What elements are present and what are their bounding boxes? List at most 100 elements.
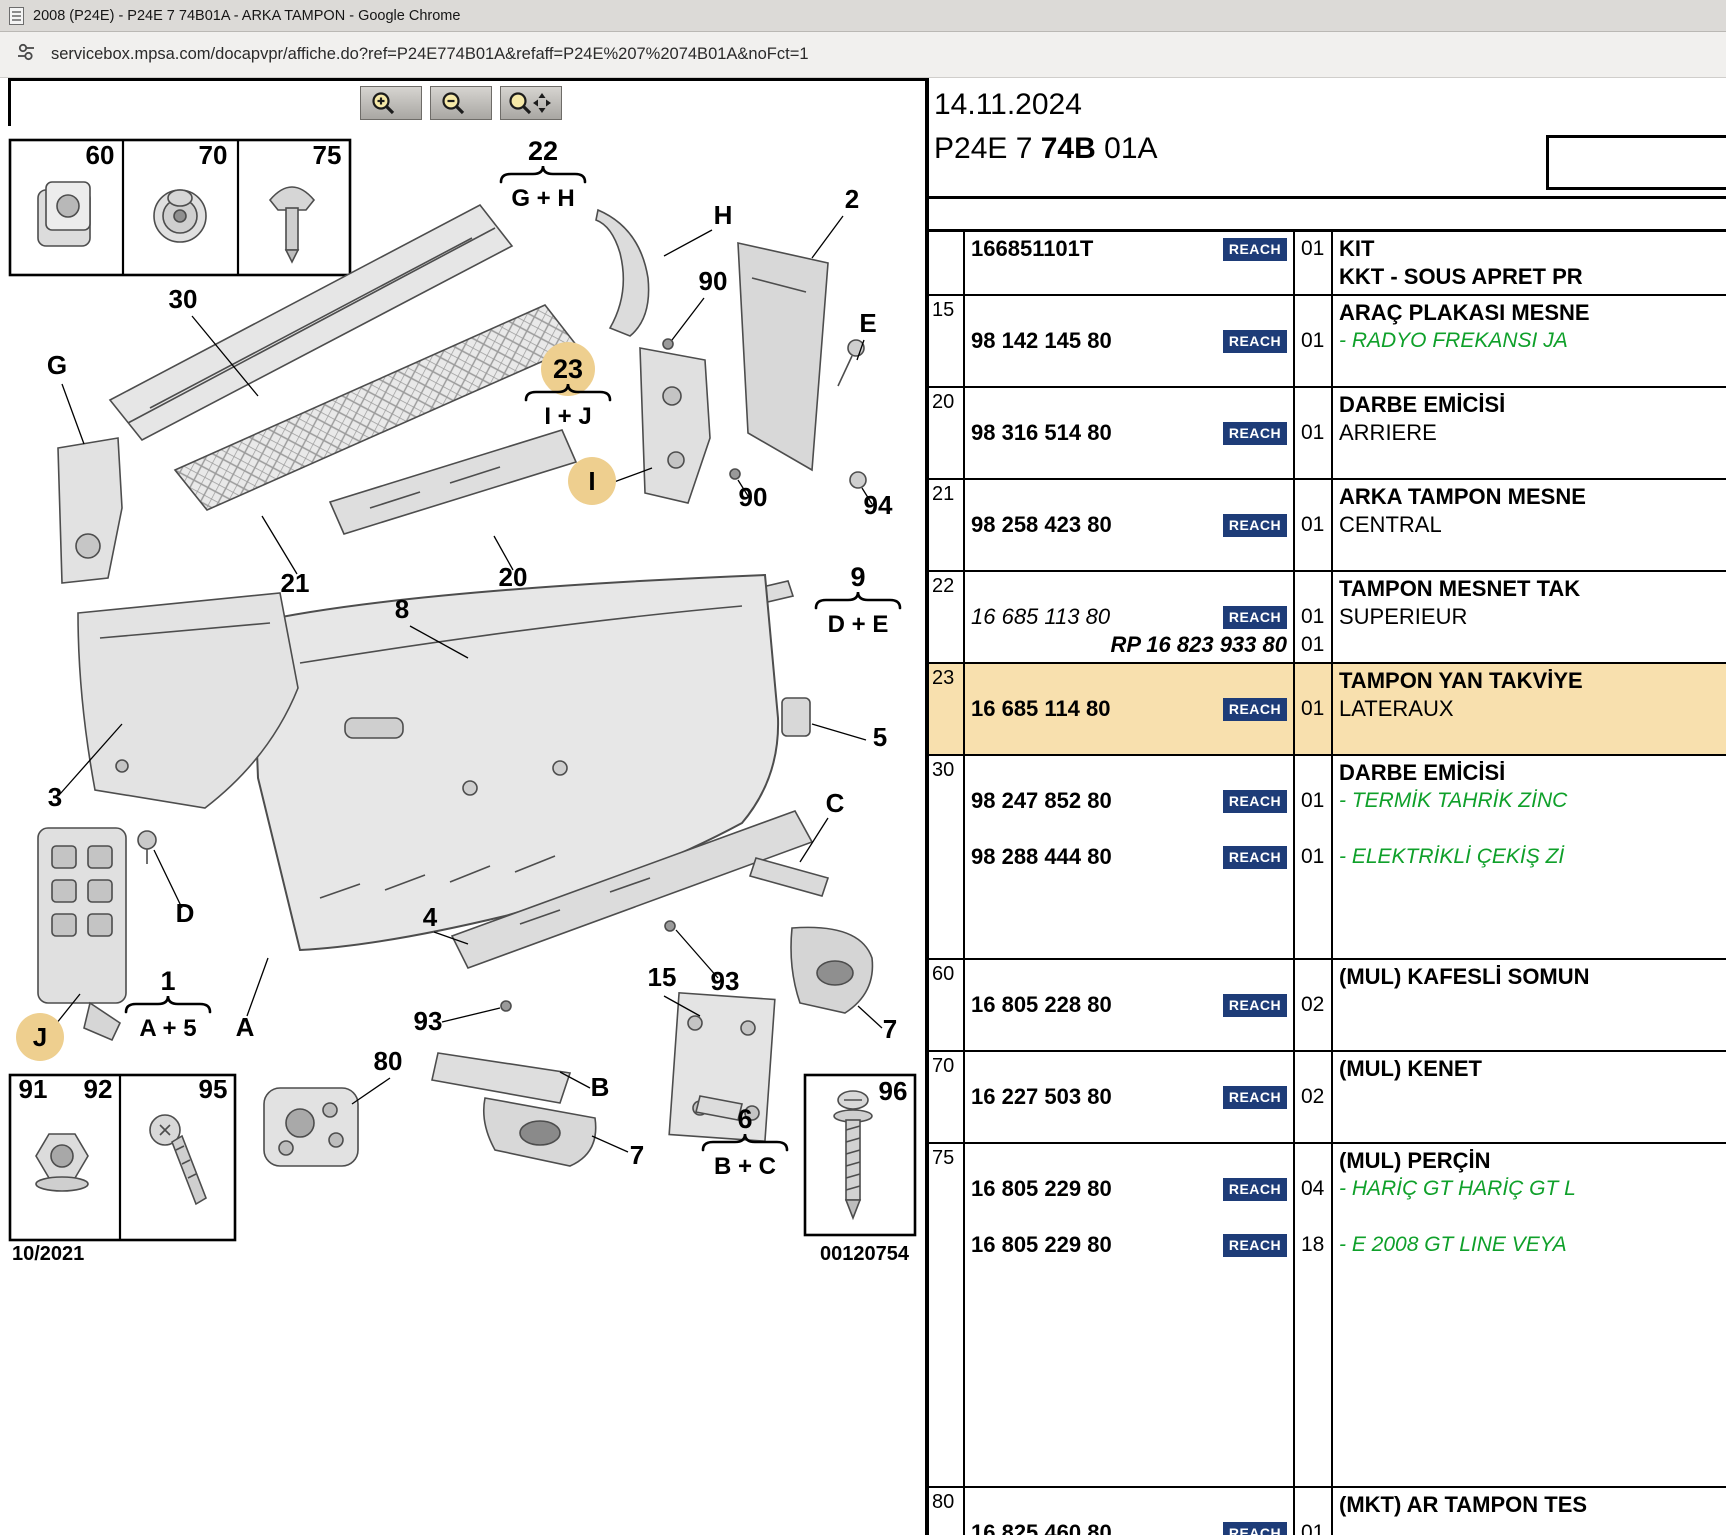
diagram-callout[interactable]: 7	[883, 1014, 897, 1044]
diagram-callout[interactable]: J	[33, 1022, 47, 1052]
diagram-callout[interactable]: 70	[199, 140, 228, 170]
part-number[interactable]: 16 227 503 80	[971, 1084, 1112, 1109]
callout-brace	[701, 1133, 789, 1152]
part-number[interactable]: 16 805 229 80	[971, 1176, 1112, 1201]
zoom-pan-button[interactable]	[500, 86, 562, 120]
diagram-callout[interactable]: 15	[648, 962, 677, 992]
diagram-callout[interactable]: 95	[199, 1074, 228, 1104]
part-number[interactable]: 16 805 228 80	[971, 992, 1112, 1017]
part-number-cell: 16 685 114 80 REACH	[965, 664, 1295, 754]
diagram-callout[interactable]: 93	[711, 966, 740, 996]
quantity-cell: 01	[1295, 480, 1333, 570]
diagram-callout[interactable]: 22	[528, 136, 558, 166]
diagram-callout[interactable]: 91	[19, 1074, 48, 1104]
reach-badge[interactable]: REACH	[1223, 1521, 1287, 1535]
diagram-callout[interactable]: D	[176, 898, 195, 928]
diagram-callout[interactable]: 4	[423, 902, 438, 932]
quantity-cell: 01	[1295, 388, 1333, 478]
diagram-callout[interactable]: 9	[850, 562, 865, 592]
reach-badge[interactable]: REACH	[1223, 697, 1287, 721]
part-number[interactable]: RP 16 823 933 80	[1110, 632, 1287, 657]
header-frame-box	[1546, 135, 1726, 190]
part-number[interactable]: 16 805 229 80	[971, 1232, 1112, 1257]
part-description: ARRIERE	[1339, 420, 1437, 445]
diagram-callout[interactable]: 3	[48, 782, 62, 812]
url-bar[interactable]: servicebox.mpsa.com/docapvpr/affiche.do?…	[0, 32, 1726, 78]
diagram-callout[interactable]: 6	[737, 1104, 752, 1134]
part-number[interactable]: 98 258 423 80	[971, 512, 1112, 537]
reach-badge[interactable]: REACH	[1223, 1177, 1287, 1201]
diagram-callout[interactable]: 93	[414, 1006, 443, 1036]
part-number[interactable]: 16 825 460 80	[971, 1520, 1112, 1535]
callout-highlight	[541, 342, 595, 396]
diagram-callout[interactable]: G	[47, 350, 67, 380]
diagram-callout[interactable]: 90	[739, 482, 768, 512]
diagram-callout[interactable]: E	[859, 308, 876, 338]
diagram-callout[interactable]: 7	[630, 1140, 644, 1170]
diagram-callout[interactable]: 94	[864, 490, 893, 520]
document-icon	[9, 6, 24, 25]
diagram-callout-group[interactable]: I + J	[544, 403, 591, 430]
diagram-callout-group[interactable]: A + 5	[139, 1015, 196, 1042]
diagram-callout-group[interactable]: D + E	[828, 611, 889, 638]
part-number[interactable]: 16 685 114 80	[971, 696, 1111, 721]
diagram-callout[interactable]: 90	[699, 266, 728, 296]
diagram-callout[interactable]: 8	[395, 594, 409, 624]
reach-badge[interactable]: REACH	[1223, 993, 1287, 1017]
diagram-callout[interactable]: 2	[845, 184, 859, 214]
diagram-callout[interactable]: 5	[873, 722, 887, 752]
part-number[interactable]: 98 316 514 80	[971, 420, 1112, 445]
reach-badge[interactable]: REACH	[1223, 789, 1287, 813]
diagram-callout[interactable]: 80	[374, 1046, 403, 1076]
diagram-callout-group[interactable]: G + H	[511, 185, 574, 212]
diagram-callout[interactable]: 92	[84, 1074, 113, 1104]
part-number[interactable]: 166851101T	[971, 236, 1094, 261]
url-text[interactable]: servicebox.mpsa.com/docapvpr/affiche.do?…	[51, 45, 809, 63]
reach-badge[interactable]: REACH	[1223, 421, 1287, 445]
frame-top-line	[8, 78, 925, 81]
diagram-callout[interactable]: A	[236, 1012, 255, 1042]
reach-badge[interactable]: REACH	[1223, 845, 1287, 869]
diagram-callout[interactable]: H	[714, 200, 733, 230]
diagram-callout[interactable]: 21	[281, 568, 310, 598]
zoom-out-button[interactable]	[430, 86, 492, 120]
diagram-callout[interactable]: 23	[553, 354, 583, 384]
part-number[interactable]: 16 685 113 80	[971, 604, 1111, 629]
reach-badge[interactable]: REACH	[1223, 605, 1287, 629]
diagram-callout[interactable]: 20	[499, 562, 528, 592]
part-number[interactable]: 98 288 444 80	[971, 844, 1112, 869]
part-number[interactable]: 98 142 145 80	[971, 328, 1112, 353]
diagram-callout[interactable]: B	[591, 1072, 610, 1102]
diagram-callout[interactable]: I	[588, 466, 595, 496]
reach-badge[interactable]: REACH	[1223, 237, 1287, 261]
diagram-callout[interactable]: 60	[86, 140, 115, 170]
site-settings-icon[interactable]	[15, 41, 37, 68]
diagram-callout[interactable]: 75	[313, 140, 342, 170]
reach-badge[interactable]: REACH	[1223, 1233, 1287, 1257]
diagram-callout[interactable]: 30	[169, 284, 198, 314]
reference-suffix: 01A	[1095, 132, 1158, 165]
reach-badge[interactable]: REACH	[1223, 329, 1287, 353]
part-number[interactable]: 98 247 852 80	[971, 788, 1112, 813]
diagram-callout-group[interactable]: B + C	[714, 1153, 776, 1180]
row-item-number: 20	[929, 388, 965, 478]
reach-badge[interactable]: REACH	[1223, 513, 1287, 537]
diagram-callout[interactable]: C	[826, 788, 845, 818]
zoom-in-button[interactable]	[360, 86, 422, 120]
callout-highlight	[568, 457, 616, 505]
reach-badge[interactable]: REACH	[1223, 1085, 1287, 1109]
diagram-callout[interactable]: 96	[879, 1076, 908, 1106]
diagram-callout[interactable]: 1	[160, 966, 175, 996]
